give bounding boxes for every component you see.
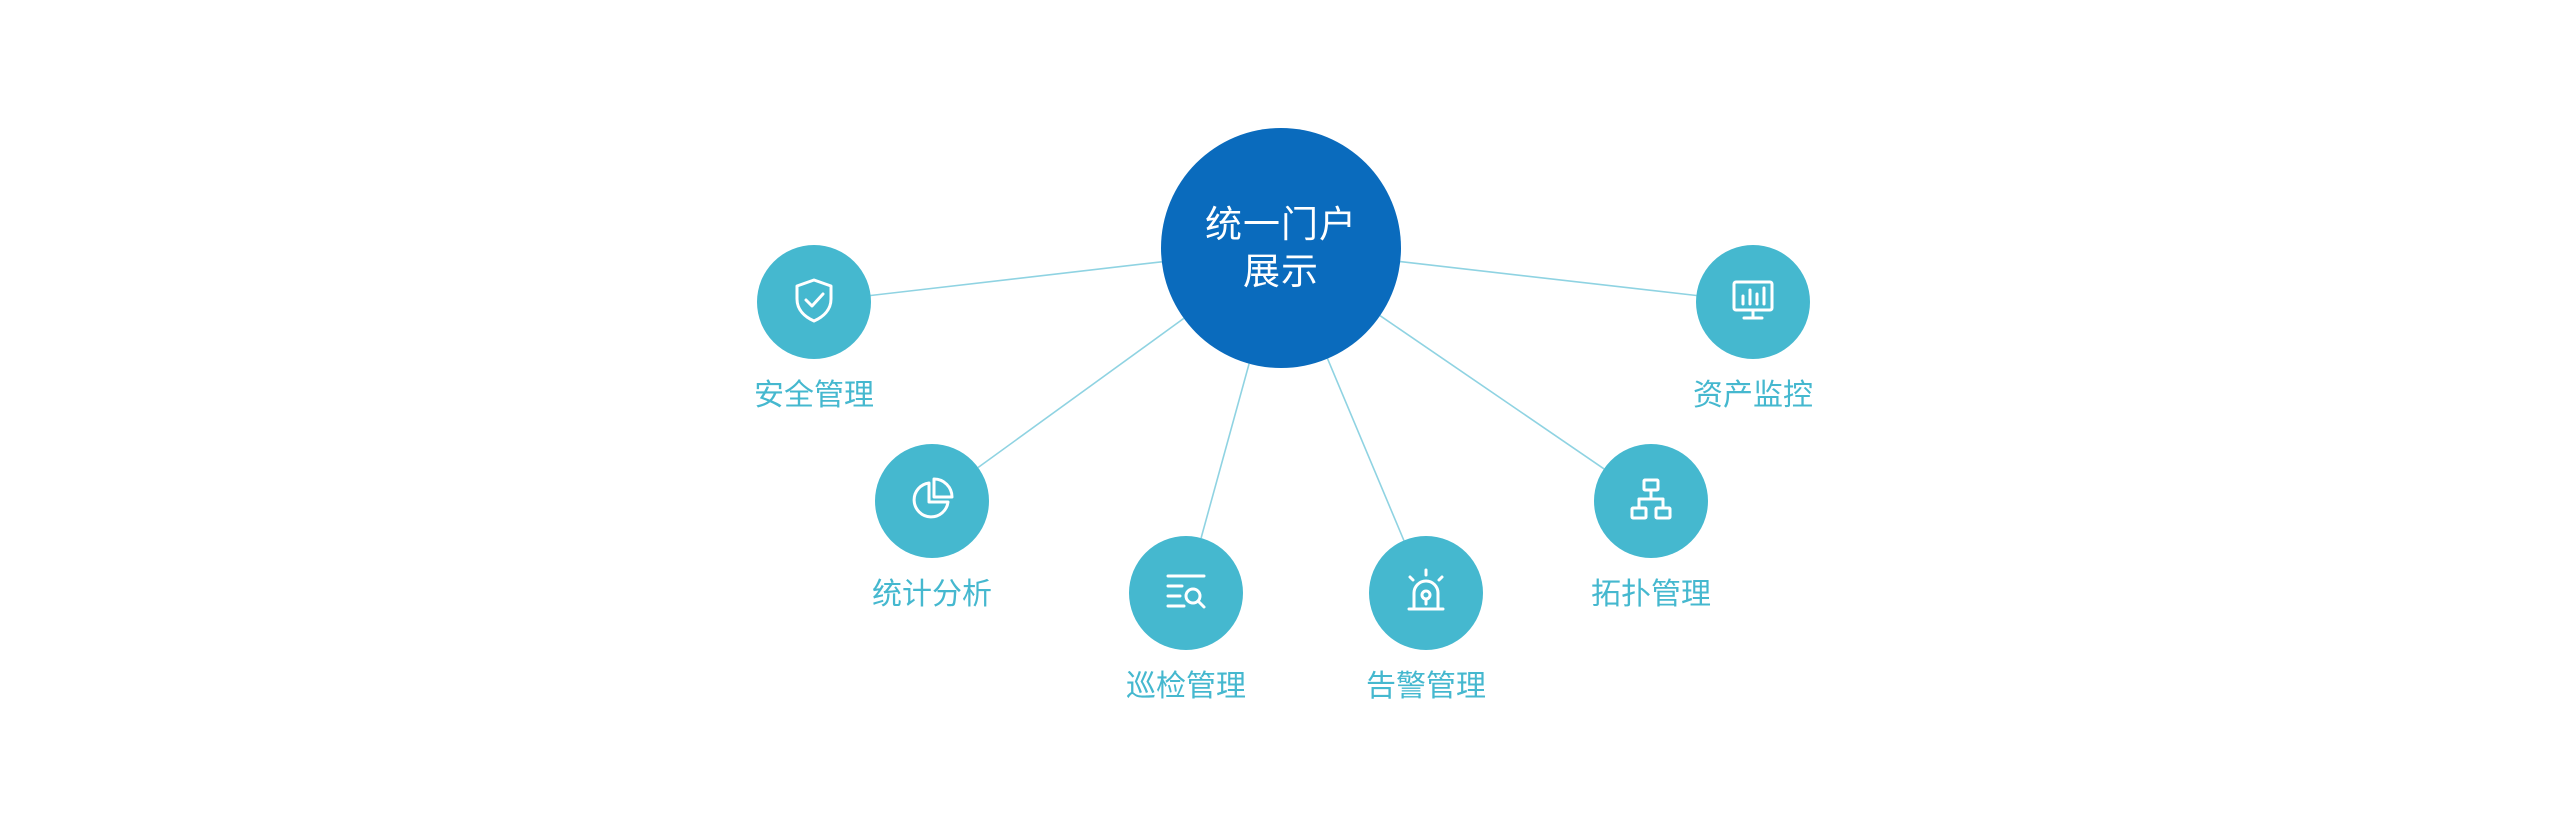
node-label: 告警管理 (1366, 669, 1486, 704)
connector-line-asset-monitor (1400, 260, 1697, 297)
node-circle (757, 245, 871, 359)
shield-check-icon (788, 274, 840, 330)
node-label: 统计分析 (872, 577, 992, 612)
node-circle (1369, 536, 1483, 650)
node-asset-monitor: 资产监控 (1663, 245, 1843, 465)
connector-line-inspection (1200, 363, 1250, 539)
node-circle (1129, 536, 1243, 650)
pie-chart-icon (906, 473, 958, 529)
monitor-chart-icon (1727, 274, 1779, 330)
node-security: 安全管理 (724, 245, 904, 465)
list-search-icon (1160, 565, 1212, 621)
node-label: 拓扑管理 (1591, 577, 1711, 612)
node-statistics: 统计分析 (842, 444, 1022, 664)
node-inspection: 巡检管理 (1096, 536, 1276, 756)
hub-title-line2: 展示 (1243, 250, 1319, 293)
node-circle (875, 444, 989, 558)
node-label: 巡检管理 (1126, 669, 1246, 704)
node-circle (1594, 444, 1708, 558)
node-circle (1696, 245, 1810, 359)
central-hub: 统一门户 展示 (1161, 128, 1401, 368)
node-alarm: 告警管理 (1336, 536, 1516, 756)
node-label: 安全管理 (754, 378, 874, 413)
connector-line-alarm (1326, 358, 1405, 541)
alarm-light-icon (1400, 565, 1452, 621)
connector-line-security (870, 261, 1162, 297)
topology-icon (1625, 473, 1677, 529)
hub-title-line1: 统一门户 (1205, 203, 1357, 246)
node-label: 资产监控 (1693, 378, 1813, 413)
node-topology: 拓扑管理 (1561, 444, 1741, 664)
